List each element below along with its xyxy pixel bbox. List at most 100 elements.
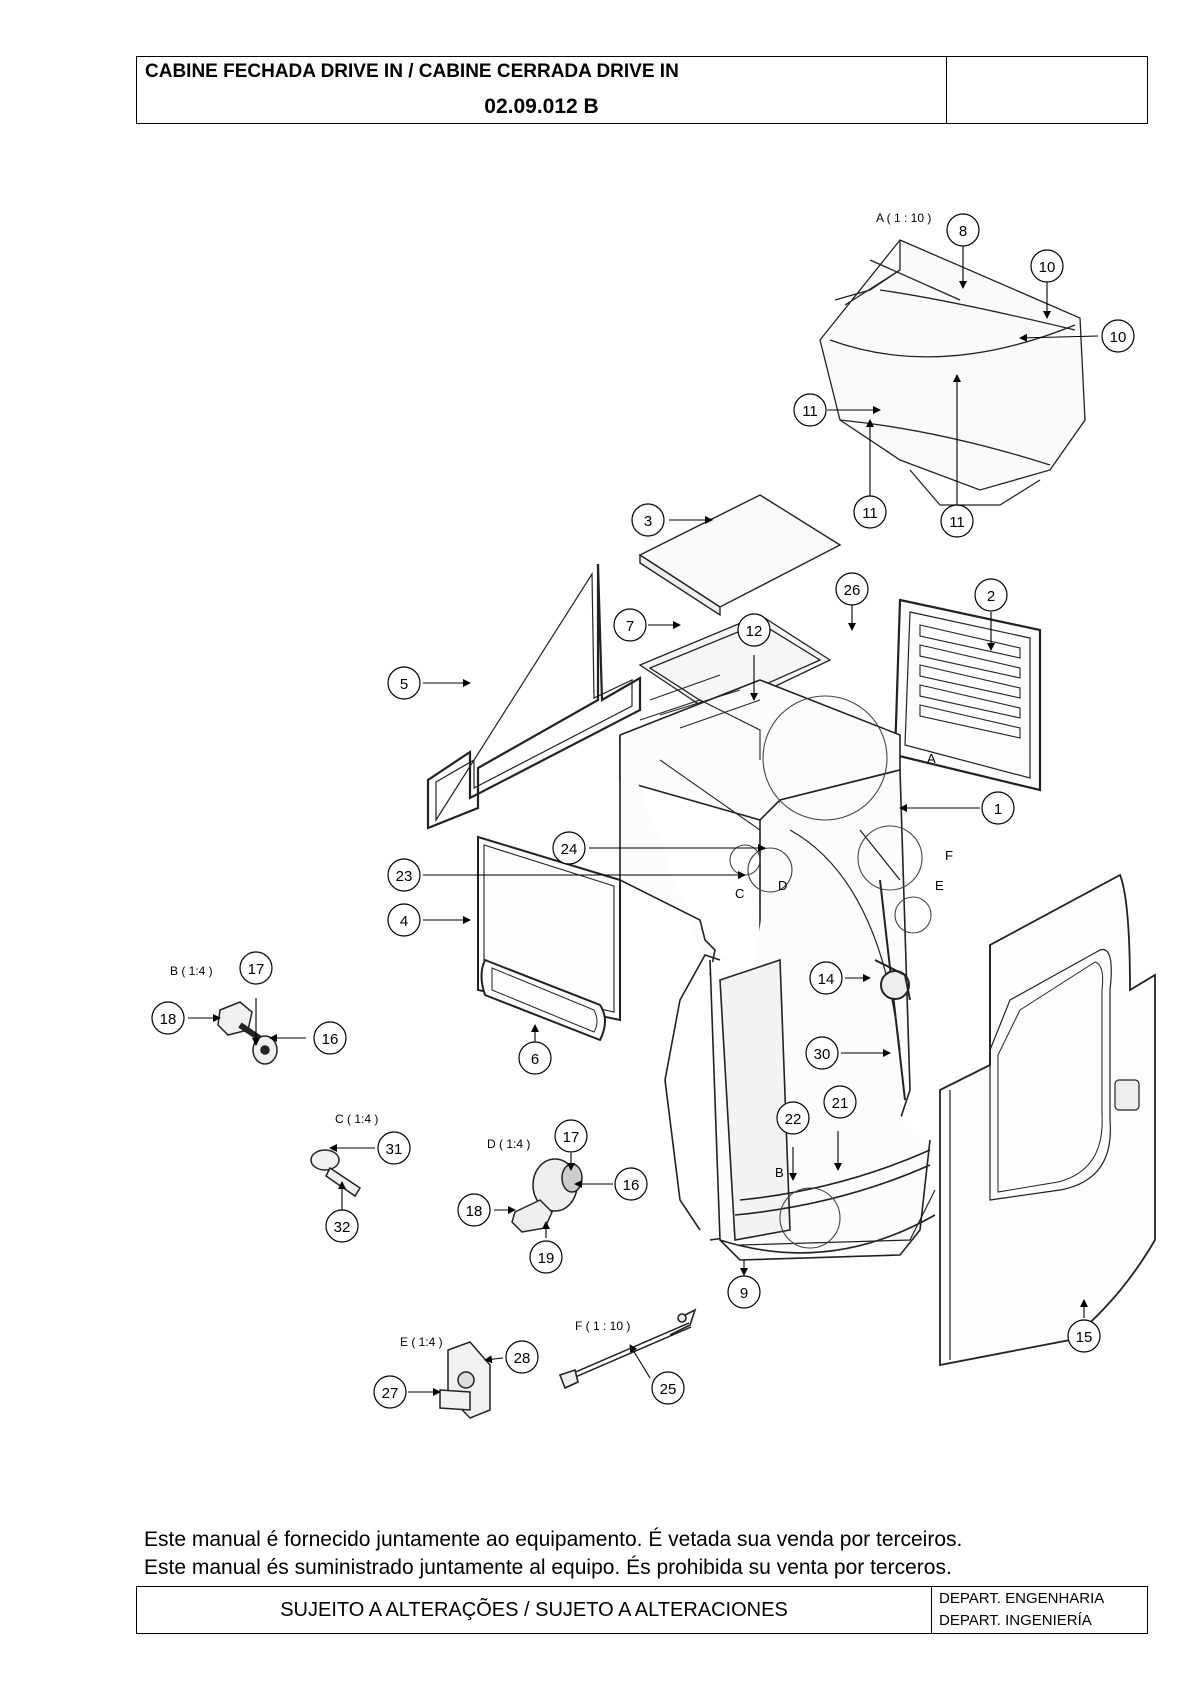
- svg-text:11: 11: [802, 403, 818, 420]
- balloon-18a: 18: [151, 1001, 185, 1035]
- balloon-2: 2: [974, 578, 1008, 612]
- balloon-3: 3: [631, 503, 665, 537]
- detail-letter-d: D: [778, 878, 787, 893]
- detail-b-bolt: [217, 1001, 278, 1065]
- svg-text:25: 25: [660, 1381, 677, 1398]
- svg-text:11: 11: [862, 505, 878, 522]
- detail-letter-a: A: [927, 751, 936, 766]
- view-labels: A ( 1 : 10 ) B ( 1:4 ) C ( 1:4 ) D ( 1:4…: [170, 211, 931, 1349]
- svg-text:26: 26: [844, 582, 861, 599]
- balloon-16b: 16: [614, 1167, 648, 1201]
- svg-text:4: 4: [400, 913, 408, 930]
- balloon-11c: 11: [940, 504, 974, 538]
- svg-text:2: 2: [987, 588, 995, 605]
- part-balloons: 8 10 10 11 11 11 3 26 2 7 12 5 1 24 23 4…: [151, 213, 1135, 1409]
- svg-text:12: 12: [746, 623, 763, 640]
- view-e-label: E ( 1:4 ): [400, 1335, 443, 1349]
- detail-letter-e: E: [935, 878, 944, 893]
- footer-disclaimer-pt: Este manual é fornecido juntamente ao eq…: [144, 1528, 963, 1551]
- svg-text:11: 11: [949, 514, 965, 531]
- department-pt: DEPART. ENGENHARIA: [939, 1590, 1105, 1607]
- document-code: 02.09.012 B: [484, 95, 599, 118]
- svg-text:21: 21: [832, 1095, 849, 1112]
- balloon-10a: 10: [1030, 249, 1064, 283]
- svg-text:18: 18: [466, 1203, 483, 1220]
- lower-window: [480, 958, 606, 1042]
- svg-text:24: 24: [561, 841, 578, 858]
- balloon-23: 23: [387, 858, 421, 892]
- svg-text:32: 32: [334, 1219, 351, 1236]
- balloon-30: 30: [805, 1036, 839, 1070]
- balloon-9: 9: [727, 1275, 761, 1309]
- svg-text:16: 16: [623, 1177, 640, 1194]
- left-side-window: [426, 563, 642, 830]
- svg-text:23: 23: [396, 868, 413, 885]
- svg-text:30: 30: [814, 1046, 831, 1063]
- cab-body: [619, 674, 936, 1261]
- gas-strut: [859, 829, 911, 1101]
- svg-text:10: 10: [1110, 329, 1127, 346]
- svg-text:17: 17: [563, 1129, 580, 1146]
- svg-text:5: 5: [400, 676, 408, 693]
- svg-text:18: 18: [160, 1011, 177, 1028]
- balloon-12: 12: [737, 613, 771, 647]
- svg-text:27: 27: [382, 1385, 399, 1402]
- svg-text:3: 3: [644, 513, 652, 530]
- svg-text:16: 16: [322, 1031, 339, 1048]
- balloon-31: 31: [377, 1131, 411, 1165]
- balloon-1: 1: [981, 791, 1015, 825]
- svg-text:8: 8: [959, 223, 967, 240]
- balloon-5: 5: [387, 666, 421, 700]
- balloon-14: 14: [809, 961, 843, 995]
- footer-notice: SUJEITO A ALTERAÇÕES / SUJETO A ALTERACI…: [137, 1587, 932, 1633]
- balloon-21: 21: [823, 1085, 857, 1119]
- svg-text:1: 1: [994, 801, 1002, 818]
- balloon-10b: 10: [1101, 319, 1135, 353]
- view-d-label: D ( 1:4 ): [487, 1137, 530, 1151]
- svg-text:7: 7: [626, 618, 634, 635]
- balloon-11b: 11: [853, 495, 887, 529]
- svg-text:31: 31: [386, 1141, 403, 1158]
- department-es: DEPART. INGENIERÍA: [939, 1612, 1092, 1629]
- right-side-window: [893, 598, 1042, 792]
- cab-door: [939, 873, 1156, 1367]
- balloon-26: 26: [835, 572, 869, 606]
- svg-text:15: 15: [1076, 1329, 1093, 1346]
- header-box: CABINE FECHADA DRIVE IN / CABINE CERRADA…: [136, 56, 1148, 124]
- svg-text:17: 17: [248, 961, 265, 978]
- footer-box: SUJEITO A ALTERAÇÕES / SUJETO A ALTERACI…: [136, 1586, 1148, 1634]
- leader-lines: [188, 245, 1099, 1396]
- balloon-4: 4: [387, 903, 421, 937]
- view-b-label: B ( 1:4 ): [170, 964, 213, 978]
- balloon-24: 24: [552, 831, 586, 865]
- detail-a-roof: [819, 239, 1086, 506]
- balloon-11a: 11: [793, 393, 827, 427]
- svg-text:6: 6: [531, 1051, 539, 1068]
- balloon-25: 25: [651, 1371, 685, 1405]
- view-f-label: F ( 1 : 10 ): [575, 1319, 630, 1333]
- svg-text:22: 22: [785, 1111, 802, 1128]
- svg-text:14: 14: [818, 971, 835, 988]
- roof-frame: [638, 614, 832, 716]
- balloon-28: 28: [505, 1340, 539, 1374]
- balloon-8: 8: [946, 213, 980, 247]
- balloon-19: 19: [529, 1240, 563, 1274]
- detail-letter-c: C: [735, 886, 744, 901]
- view-a-label: A ( 1 : 10 ): [876, 211, 931, 225]
- svg-text:10: 10: [1039, 259, 1056, 276]
- balloon-17a: 17: [239, 951, 273, 985]
- svg-text:28: 28: [514, 1350, 531, 1367]
- svg-text:9: 9: [740, 1285, 748, 1302]
- balloon-15: 15: [1067, 1319, 1101, 1353]
- detail-letter-f: F: [945, 848, 953, 863]
- balloon-22: 22: [776, 1101, 810, 1135]
- balloon-18b: 18: [457, 1193, 491, 1227]
- detail-letters: A B C D E F: [735, 751, 953, 1180]
- detail-letter-b: B: [775, 1165, 784, 1180]
- detail-c-bolt: [310, 1149, 362, 1198]
- view-c-label: C ( 1:4 ): [335, 1112, 378, 1126]
- balloon-27: 27: [373, 1375, 407, 1409]
- svg-text:19: 19: [538, 1250, 555, 1267]
- balloon-6: 6: [518, 1041, 552, 1075]
